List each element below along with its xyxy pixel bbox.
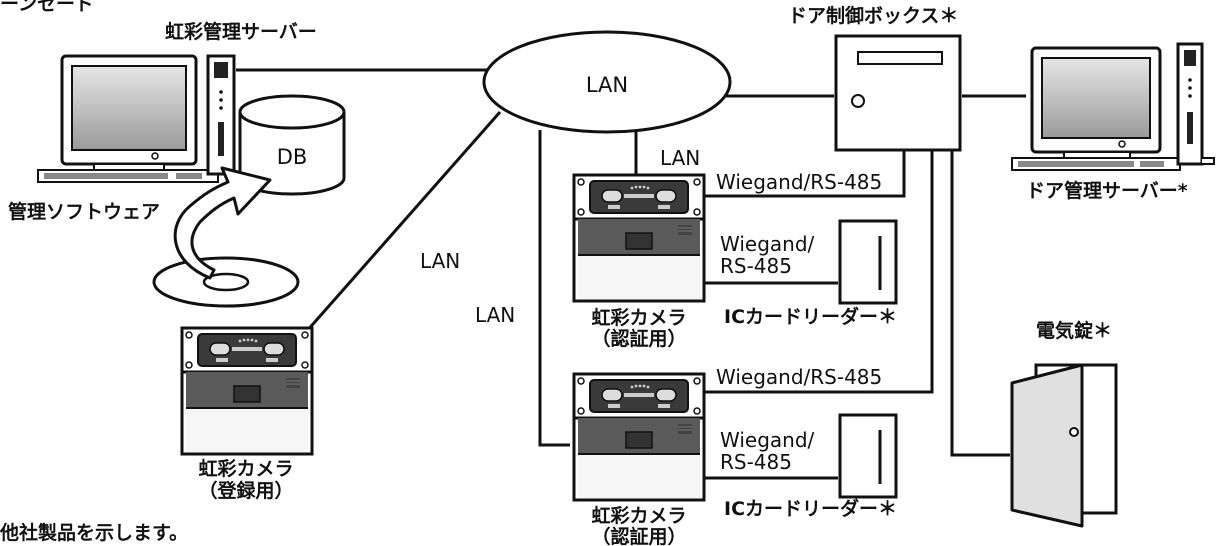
line-box-electric-lock: [950, 150, 1010, 457]
register-camera-sublabel: （登録用）: [198, 479, 293, 502]
iris-camera-authentication-1: [572, 173, 706, 303]
wiegand-label-2a: Wiegand/: [720, 232, 815, 256]
line-box-camera-1: [704, 150, 906, 198]
door-management-pc: [1011, 42, 1215, 171]
line-lan-auth-camera-2: [538, 130, 570, 447]
door-box-label: ドア制御ボックス＊: [788, 4, 958, 27]
card-reader-2-label: ICカードリーダー＊: [724, 497, 897, 520]
door-control-box: [834, 34, 962, 152]
iris-management-pc: [37, 54, 219, 183]
line-box-camera-2: [704, 150, 934, 394]
software-disc: [152, 256, 300, 308]
lan-cloud: [482, 30, 732, 134]
lan-label-auth-camera: LAN: [660, 146, 700, 170]
connection-lines: [236, 68, 1026, 480]
install-arrow-icon: [173, 166, 272, 280]
line-lan-register-camera: [304, 111, 502, 333]
footnote: 他社製品を示します。: [0, 521, 188, 544]
ic-card-reader-2: [838, 413, 898, 499]
management-software-label: 管理ソフトウェア: [8, 200, 160, 223]
lan-cloud-label: LAN: [586, 73, 628, 97]
ic-card-reader-1: [838, 219, 898, 305]
db-label: DB: [277, 145, 308, 169]
iris-management-server-tower: [206, 54, 236, 176]
lan-label-register-camera: LAN: [420, 249, 460, 273]
iris-camera-authentication-2: [572, 372, 706, 502]
iris-camera-registration: [180, 326, 314, 456]
database-cylinder: [238, 94, 346, 196]
auth-camera-2-sublabel: （認証用）: [591, 525, 686, 546]
lan-label-auth-camera-2: LAN: [475, 303, 515, 327]
partial-top-left-label: ーンセード: [0, 0, 94, 15]
door-server-label: ドア管理サーバー*: [1026, 179, 1188, 202]
electric-lock-door: [1010, 363, 1118, 528]
wiegand-label-3: Wiegand/RS-485: [716, 365, 882, 389]
iris-server-label: 虹彩管理サーバー: [165, 20, 317, 43]
card-reader-1-label: ICカードリーダー＊: [724, 305, 897, 328]
auth-camera-2-label: 虹彩カメラ: [591, 504, 686, 527]
wiegand-label-4a: Wiegand/: [720, 428, 815, 452]
auth-camera-1-sublabel: （認証用）: [591, 327, 686, 350]
wiegand-label-1: Wiegand/RS-485: [716, 170, 882, 194]
register-camera-label: 虹彩カメラ: [198, 457, 293, 480]
wiegand-label-4b: RS-485: [720, 450, 792, 474]
wiegand-label-2b: RS-485: [720, 254, 792, 278]
auth-camera-1-label: 虹彩カメラ: [591, 306, 686, 329]
electric-lock-label: 電気錠＊: [1036, 319, 1112, 342]
